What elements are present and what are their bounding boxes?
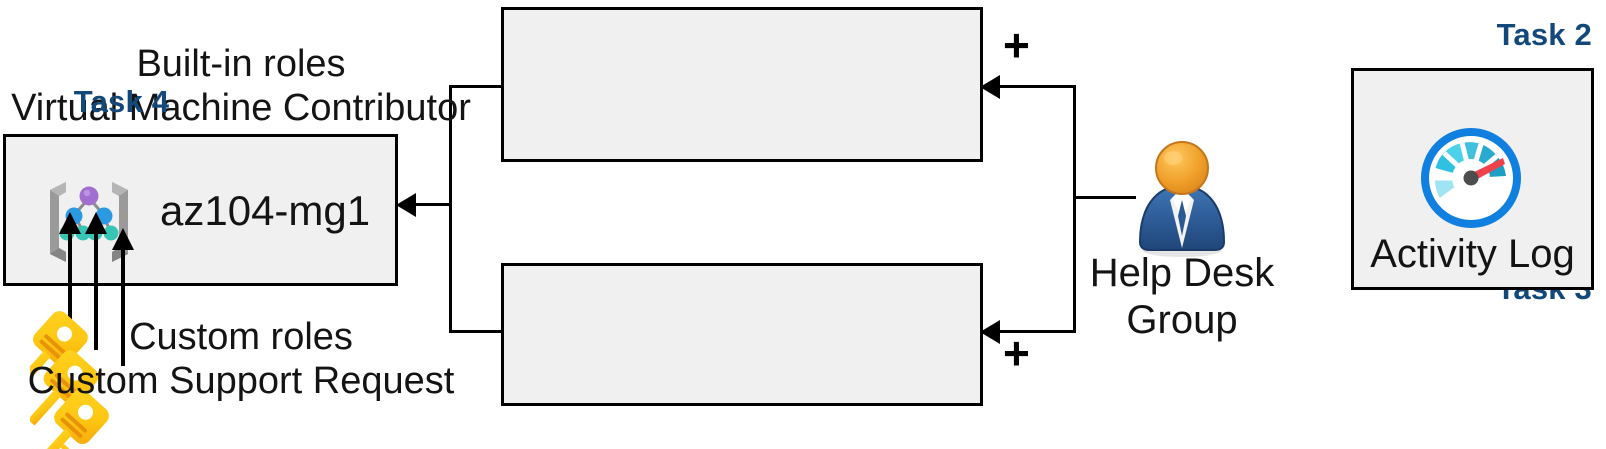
task4-resource-name: Activity Log [1370,232,1575,276]
connector-left-vertical [449,85,452,333]
plus-operator-task3: + [1003,327,1030,379]
key-arrow-line-3 [121,236,125,366]
connector-task2-left-stub [449,85,503,88]
task3-line1: Custom roles [129,316,353,358]
task3-box [501,263,983,406]
activity-log-gauge-icon [1411,128,1531,228]
connector-task2-right-stub [983,85,1076,88]
key-arrow-line-2 [94,222,98,350]
task1-resource-name: az104-mg1 [160,187,371,234]
plus-operator-task2: + [1003,19,1030,71]
task2-label: Task 2 [1496,17,1592,52]
arrowhead-into-task2 [980,75,1000,99]
help-desk-line1: Help Desk [1089,251,1275,295]
help-desk-group-label: Help Desk Group [1064,250,1300,344]
help-desk-line2: Group [1126,298,1238,343]
management-group-icon [44,176,134,268]
task4-label: Task 4 [73,84,170,119]
task2-description: Built-in roles Virtual Machine Contribut… [0,42,482,131]
connector-to-task1 [400,203,450,206]
key-arrowhead-2 [85,212,107,234]
connector-right-vertical [1073,85,1076,333]
task2-line1: Built-in roles [136,43,346,85]
connector-task3-right-stub [983,330,1076,333]
connector-to-help-desk-group [1076,196,1136,199]
arrowhead-into-task3 [980,320,1000,344]
key-arrow-line-1 [68,222,72,347]
key-arrowhead-3 [112,228,134,250]
task2-line2: Virtual Machine Contributor [11,87,471,130]
key-arrowhead-1 [59,212,81,234]
keys-icon [17,308,175,449]
connector-task3-left-stub [449,330,503,333]
task3-description: Custom roles Custom Support Request [0,315,482,404]
arrowhead-into-task1 [396,193,416,217]
task3-line2: Custom Support Request [27,360,455,403]
user-group-icon [1132,138,1232,258]
task2-box [501,7,983,162]
